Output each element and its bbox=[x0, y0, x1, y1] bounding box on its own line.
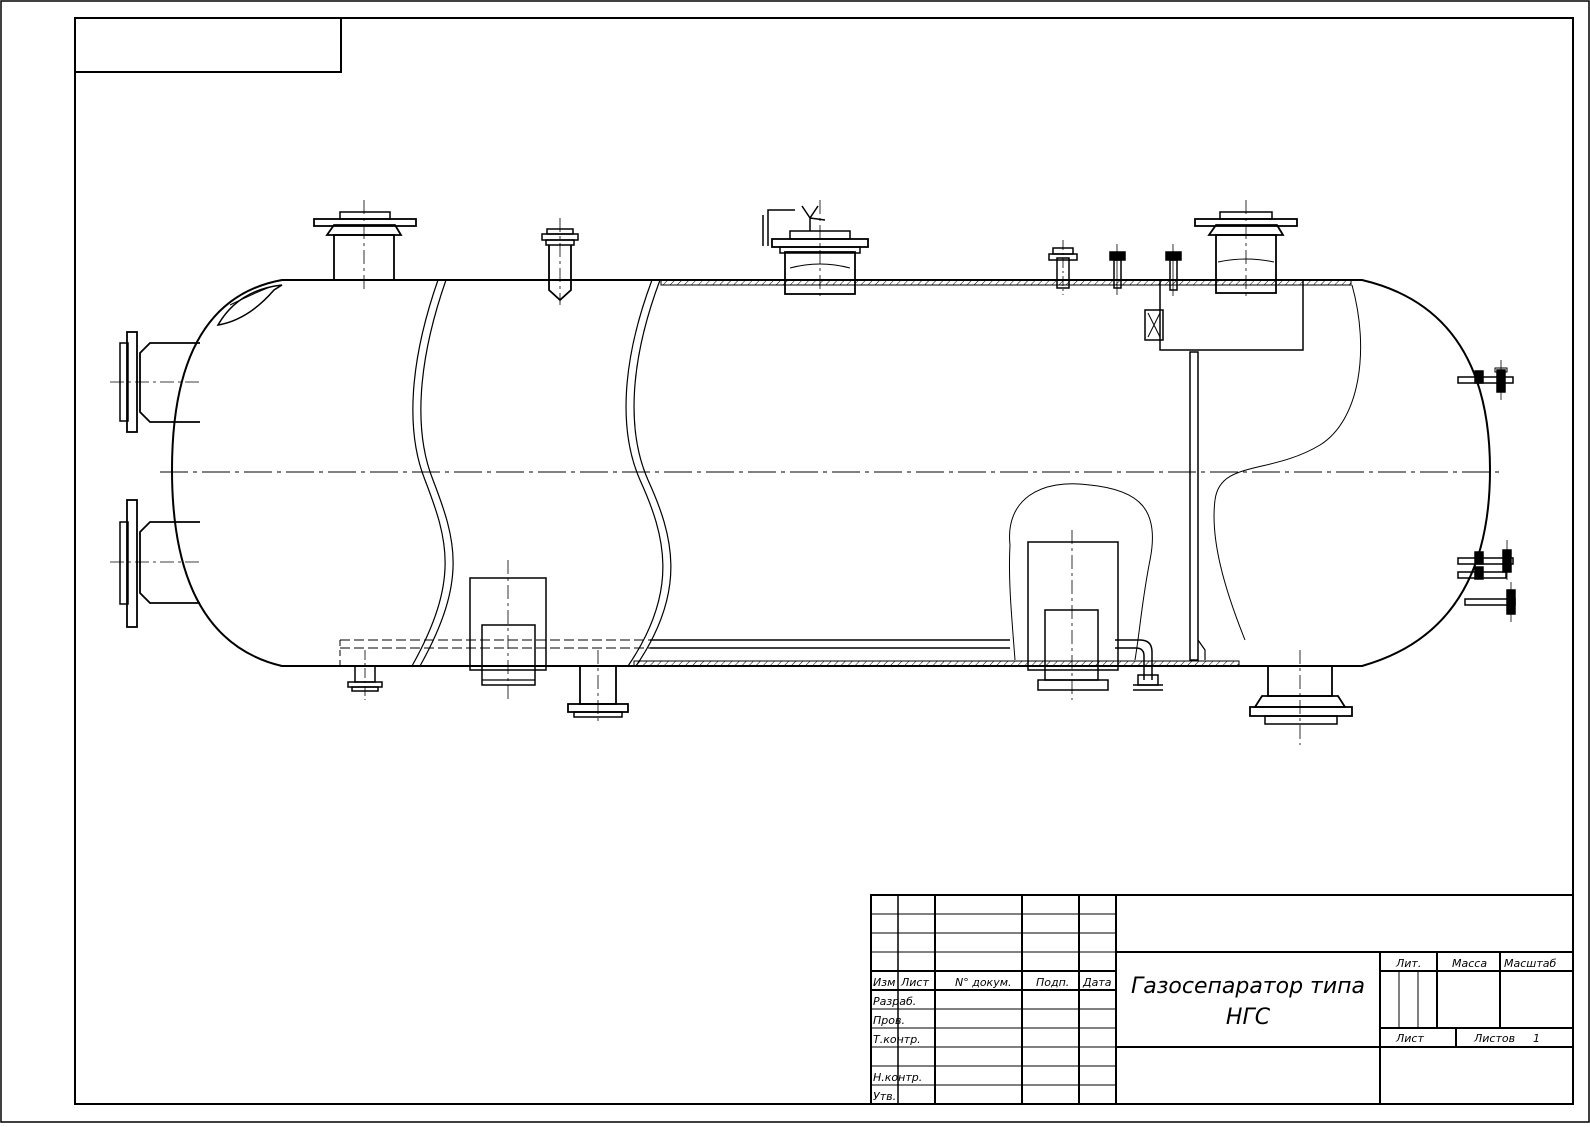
break-line-1b bbox=[419, 279, 454, 667]
fitting-right-3 bbox=[1457, 566, 1507, 580]
nozzle-top-2 bbox=[541, 218, 579, 305]
mass-label: Масса bbox=[1452, 957, 1487, 970]
inlet-box bbox=[1159, 279, 1304, 351]
sheets-count: 1 bbox=[1533, 1032, 1540, 1045]
document-title-line1: Газосепаратор типа bbox=[1131, 974, 1365, 999]
header-sign: Подп. bbox=[1036, 976, 1069, 989]
document-title-line2: НГС bbox=[1226, 1005, 1271, 1030]
bottom-wall-section bbox=[633, 660, 1240, 667]
nozzle-bottom-3 bbox=[1249, 650, 1353, 745]
sheet-label: Лист bbox=[1395, 1032, 1424, 1045]
break-line-2b bbox=[633, 279, 672, 667]
nozzle-bottom-2 bbox=[567, 650, 629, 725]
fitting-right-1 bbox=[1457, 360, 1514, 400]
letter-label: Лит. bbox=[1395, 957, 1421, 970]
role-developed: Разраб. bbox=[873, 995, 916, 1008]
drawing-frame bbox=[74, 17, 1574, 1105]
sump-box-right bbox=[1027, 541, 1119, 671]
role-tech-control: Т.контр. bbox=[873, 1033, 921, 1046]
break-line-1 bbox=[411, 279, 446, 667]
left-head-opening bbox=[216, 284, 283, 327]
middle-cutaway bbox=[1008, 483, 1153, 661]
fitting-top-b bbox=[1109, 244, 1126, 295]
top-wall-section bbox=[660, 279, 1352, 286]
vessel-shell bbox=[170, 279, 1492, 667]
top-left-stamp-box bbox=[74, 17, 342, 73]
fitting-right-4 bbox=[1464, 582, 1516, 622]
vessel-drawing bbox=[110, 200, 1516, 745]
nozzle-top-3 bbox=[1194, 200, 1298, 300]
fitting-top-c bbox=[1165, 244, 1182, 296]
fitting-right-2 bbox=[1457, 540, 1514, 580]
title-block-text: Изм Лист N° докум. Подп. Дата Разраб. Пр… bbox=[873, 957, 1556, 1103]
break-line-2 bbox=[625, 279, 664, 667]
header-list: Лист bbox=[900, 976, 929, 989]
role-checked: Пров. bbox=[873, 1014, 905, 1027]
header-doc-no: N° докум. bbox=[955, 976, 1012, 989]
header-date: Дата bbox=[1082, 976, 1112, 989]
role-approved: Утв. bbox=[873, 1090, 896, 1103]
scale-label: Масштаб bbox=[1504, 957, 1556, 970]
nozzle-bottom-1 bbox=[347, 650, 383, 700]
role-norm-control: Н.контр. bbox=[873, 1071, 922, 1084]
nozzle-left-lower bbox=[110, 499, 200, 628]
title-block bbox=[870, 894, 1574, 1105]
sheets-label: Листов bbox=[1473, 1032, 1515, 1045]
fitting-top-a bbox=[1048, 240, 1078, 295]
partition-plate bbox=[1189, 351, 1199, 661]
header-izm: Изм bbox=[873, 976, 895, 989]
nozzle-top-1 bbox=[313, 200, 417, 290]
right-cutaway bbox=[1213, 284, 1362, 641]
manhole-top bbox=[762, 200, 869, 300]
nozzle-left-upper bbox=[110, 331, 200, 433]
